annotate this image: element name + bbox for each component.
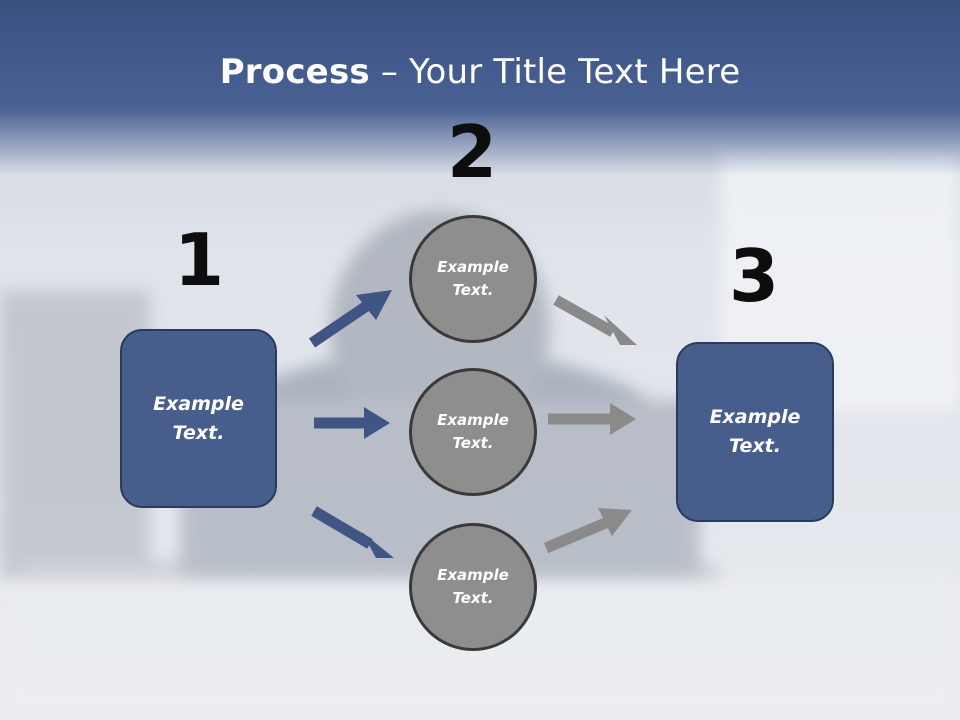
circle-top: Example Text. <box>409 215 537 343</box>
circle-top-label: Example Text. <box>437 258 509 299</box>
slide-title: Process – Your Title Text Here <box>0 52 960 92</box>
circle-bottom: Example Text. <box>409 523 537 651</box>
arrow-left-to-middle <box>314 407 390 439</box>
left-step-box-label: Example Text. <box>153 392 244 444</box>
title-bold-part: Process <box>219 52 370 92</box>
right-step-box-label: Example Text. <box>709 406 801 457</box>
circle-middle: Example Text. <box>409 368 537 496</box>
title-rest-part: – Your Title Text Here <box>369 52 741 92</box>
arrow-top-to-right <box>553 295 637 345</box>
arrow-left-to-bottom <box>311 506 394 558</box>
left-step-box: Example Text. <box>120 329 277 508</box>
circle-bottom-label: Example Text. <box>437 566 509 607</box>
step-number-1: 1 <box>173 218 225 302</box>
arrow-middle-to-right <box>548 403 636 435</box>
arrow-left-to-top <box>308 290 392 348</box>
circle-middle-label: Example Text. <box>437 411 509 452</box>
right-step-box: Example Text. <box>676 342 834 522</box>
step-number-3: 3 <box>728 234 780 318</box>
step-number-2: 2 <box>446 110 498 194</box>
arrow-bottom-to-right <box>543 508 632 554</box>
